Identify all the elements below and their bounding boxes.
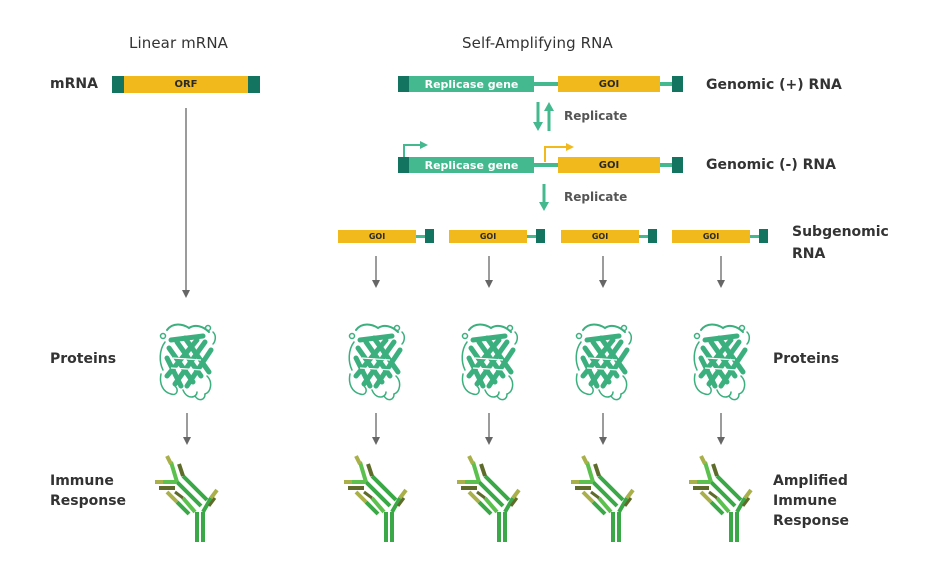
translation-arrow-sarna [485, 256, 493, 288]
mrna-row-label: mRNA [50, 76, 98, 92]
promoter-arrows [403, 141, 574, 162]
immune-arrow-linear [183, 413, 191, 445]
replicate-bidirectional-arrows [533, 102, 554, 131]
subgenomic-goi-segment: GOI [561, 230, 639, 243]
protein-icon [153, 320, 221, 406]
orf-segment: ORF [124, 76, 248, 93]
antibody-icon [342, 454, 410, 548]
immune-label-line2: Response [50, 493, 127, 509]
genomic-plus-5-cap [398, 76, 409, 92]
protein-icon [687, 320, 755, 406]
antibody-icon [455, 454, 523, 548]
proteins-label-linear: Proteins [50, 351, 117, 367]
down-arrow-icon [533, 102, 543, 131]
translation-arrow-sarna [372, 256, 380, 288]
genomic-plus-3-cap [672, 76, 683, 92]
immune-label-line1: Immune [50, 473, 114, 489]
genomic-plus-linker-2 [660, 82, 672, 86]
mrna-5-cap [112, 76, 124, 93]
subgenomic-goi-segment: GOI [672, 230, 750, 243]
translation-arrow-sarna [599, 256, 607, 288]
genomic-plus-linker-1 [534, 82, 558, 86]
subgenomic-3-cap [536, 229, 545, 243]
up-arrow-icon [544, 102, 554, 131]
translation-arrow-sarna [717, 256, 725, 288]
genomic-minus-linker-1 [534, 163, 558, 167]
replicate-label-1: Replicate [564, 109, 628, 123]
amplified-label-line1: Amplified [773, 473, 848, 489]
subgenomic-3-cap [648, 229, 657, 243]
antibody-icon [687, 454, 755, 548]
goi-minus: GOI [558, 157, 660, 173]
genomic-minus-label: Genomic (-) RNA [706, 157, 836, 173]
linear-mrna-title: Linear mRNA [129, 34, 229, 52]
subgenomic-goi-segment: GOI [449, 230, 527, 243]
subgenomic-goi-segment: GOI [338, 230, 416, 243]
replicase-gene-plus: Replicase gene [409, 76, 534, 92]
antibody-icon [153, 454, 221, 548]
immune-arrow-sarna [372, 413, 380, 445]
replicate-down-arrow-icon [539, 184, 549, 211]
subgenomic-linker [750, 235, 759, 238]
subgenomic-label-line1: Subgenomic [792, 224, 889, 240]
mrna-3-cap [248, 76, 260, 93]
sarna-title: Self-Amplifying RNA [462, 34, 613, 52]
antibody-icon [569, 454, 637, 548]
replicate-label-2: Replicate [564, 190, 628, 204]
replicase-gene-minus: Replicase gene [409, 157, 534, 173]
immune-arrow-sarna [599, 413, 607, 445]
translation-arrow-linear [182, 108, 190, 298]
subgenomic-linker [639, 235, 648, 238]
subgenomic-promoter-arrow-icon [544, 143, 574, 162]
subgenomic-linker [416, 235, 425, 238]
genomic-minus-5-cap [398, 157, 409, 173]
genomic-minus-3-cap [672, 157, 683, 173]
amplified-label-line2: Immune [773, 493, 837, 509]
subgenomic-linker [527, 235, 536, 238]
protein-icon [342, 320, 410, 406]
genomic-plus-label: Genomic (+) RNA [706, 77, 842, 93]
genomic-minus-linker-2 [660, 163, 672, 167]
protein-icon [455, 320, 523, 406]
subgenomic-label-line2: RNA [792, 246, 826, 262]
replicase-promoter-arrow-icon [403, 141, 428, 157]
protein-icon [569, 320, 637, 406]
subgenomic-3-cap [759, 229, 768, 243]
amplified-label-line3: Response [773, 513, 850, 529]
goi-plus: GOI [558, 76, 660, 92]
immune-arrow-sarna [717, 413, 725, 445]
proteins-label-sarna: Proteins [773, 351, 840, 367]
subgenomic-3-cap [425, 229, 434, 243]
immune-arrow-sarna [485, 413, 493, 445]
